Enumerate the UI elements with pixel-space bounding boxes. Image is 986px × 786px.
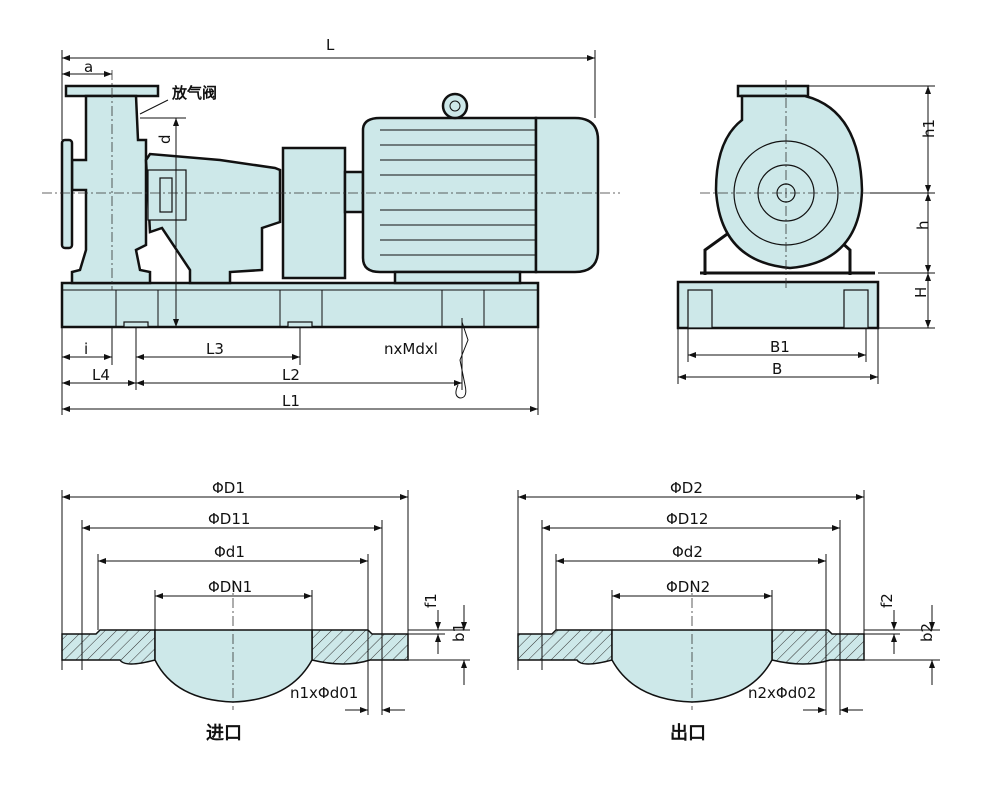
dim-L2: L2 xyxy=(282,366,300,384)
dim-holes2: n2xΦd02 xyxy=(748,684,816,702)
dim-B: B xyxy=(772,360,782,378)
dim-d2: Φd2 xyxy=(672,543,703,561)
dim-B1: B1 xyxy=(770,338,790,356)
bolt-label: nxMdxl xyxy=(384,340,438,358)
dim-holes1: n1xΦd01 xyxy=(290,684,358,702)
inlet-flange-detail: ΦD1 ΦD11 Φd1 ΦDN1 f1 b1 n1xΦd01 进口 xyxy=(61,479,470,744)
dim-f2: f2 xyxy=(878,593,896,608)
dim-d1: Φd1 xyxy=(214,543,245,561)
dim-b2: b2 xyxy=(918,623,936,642)
dim-h: h xyxy=(914,220,932,230)
coupling-guard xyxy=(281,146,347,280)
coupling xyxy=(343,170,365,214)
dim-D1: ΦD1 xyxy=(212,479,245,497)
end-view: h1 h H B1 B xyxy=(676,80,938,384)
end-outlet-flange xyxy=(736,84,810,98)
dim-d: d xyxy=(156,134,174,144)
pump-casing xyxy=(70,94,152,285)
dim-i: i xyxy=(84,340,88,358)
dim-D11: ΦD11 xyxy=(208,510,250,528)
dim-D12: ΦD12 xyxy=(666,510,708,528)
dim-D2: ΦD2 xyxy=(670,479,703,497)
dim-L3: L3 xyxy=(206,340,224,358)
dim-L1: L1 xyxy=(282,392,300,410)
outlet-flange-detail: ΦD2 ΦD12 Φd2 ΦDN2 f2 b2 n2xΦd02 出口 xyxy=(517,479,940,744)
dim-DN2: ΦDN2 xyxy=(666,578,710,596)
motor-body xyxy=(361,116,538,274)
dim-L: L xyxy=(326,36,335,54)
motor-fan-cover xyxy=(534,116,600,274)
inlet-title: 进口 xyxy=(206,723,242,744)
side-view: L a 放气阀 d i L3 L4 L2 L1 nxMdxl xyxy=(42,36,620,415)
dim-H: H xyxy=(912,287,930,298)
dim-f1: f1 xyxy=(422,593,440,608)
dim-DN1: ΦDN1 xyxy=(208,578,252,596)
dim-h1: h1 xyxy=(920,119,938,138)
dim-b1: b1 xyxy=(450,623,468,642)
outlet-title: 出口 xyxy=(670,722,706,744)
dim-L4: L4 xyxy=(92,366,110,384)
dim-a: a xyxy=(84,58,93,76)
inlet-flange xyxy=(60,138,74,250)
lifting-eye xyxy=(441,92,469,120)
vent-valve-label: 放气阀 xyxy=(171,84,217,102)
